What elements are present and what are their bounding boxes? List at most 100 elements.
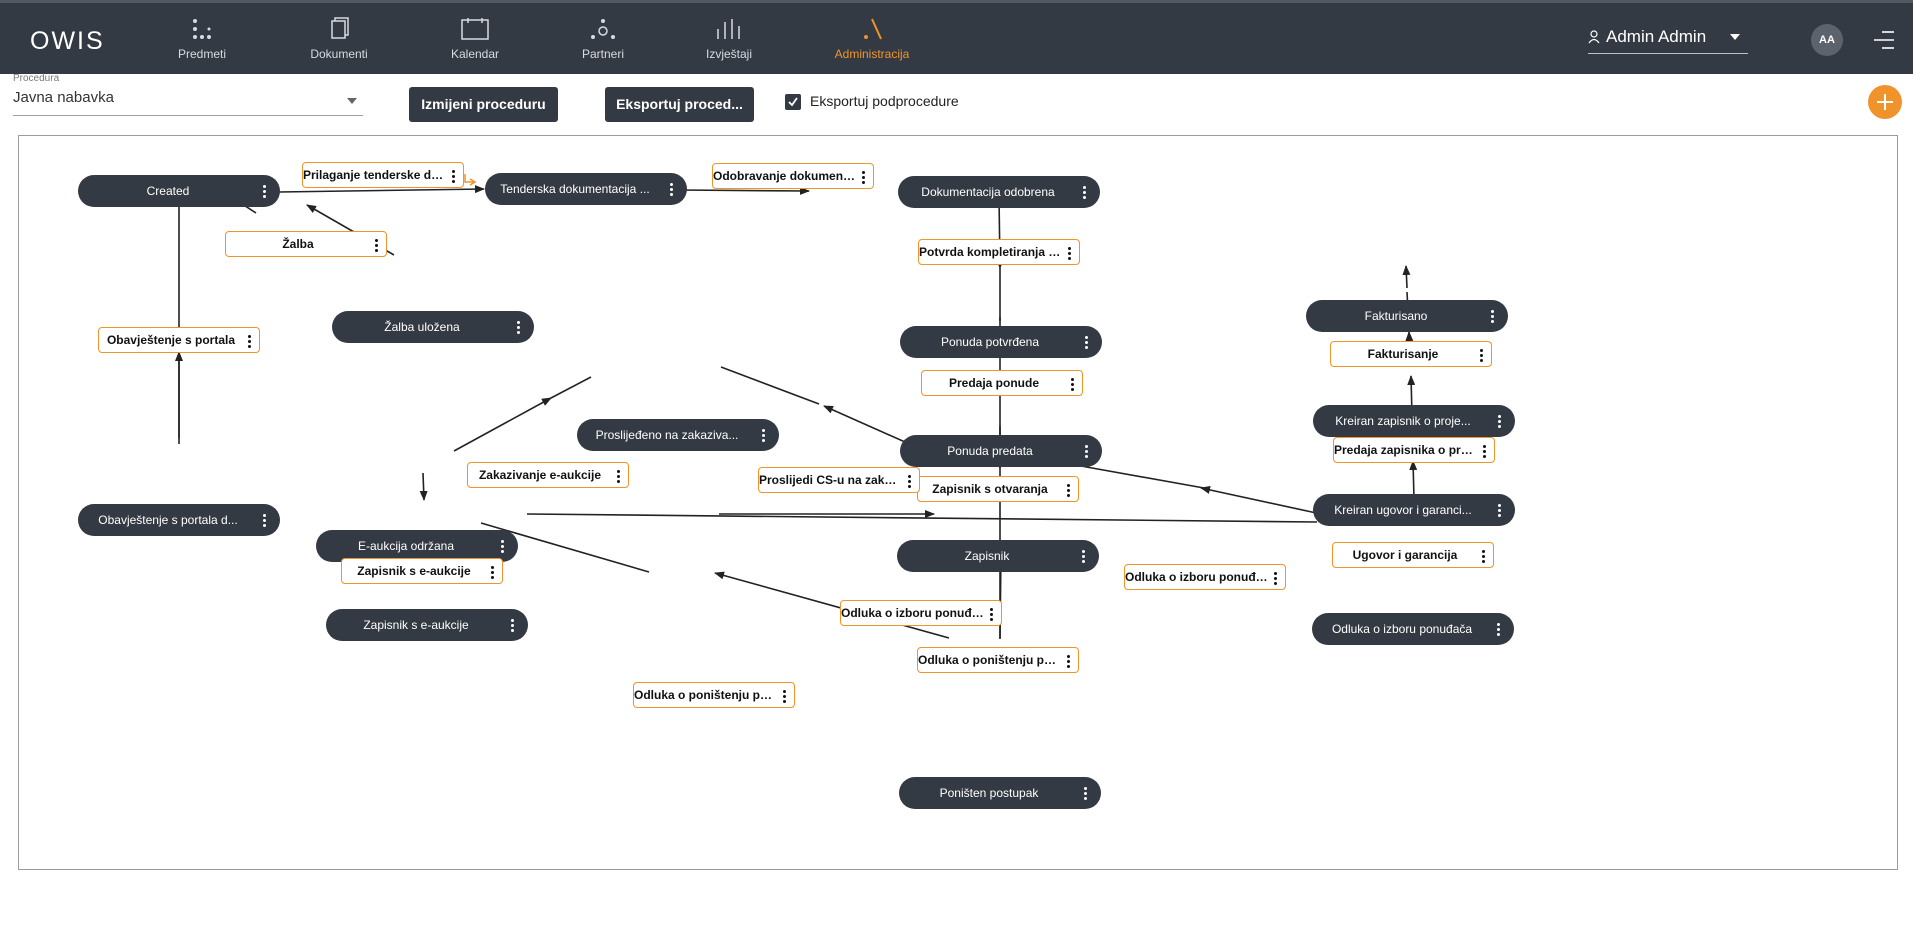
nav-item-izvjestaji[interactable]: Izvještaji	[669, 17, 789, 61]
user-menu[interactable]: Admin Admin	[1588, 27, 1748, 54]
workflow-state[interactable]: Ponuda predata	[900, 435, 1102, 467]
edit-procedure-button[interactable]: Izmijeni proceduru	[409, 87, 558, 122]
edge-handle-icon[interactable]	[464, 174, 475, 183]
person-icon	[1588, 30, 1600, 44]
workflow-state[interactable]: Zapisnik	[897, 540, 1099, 572]
workflow-transition[interactable]: Odluka o poništenju post...	[917, 647, 1079, 673]
workflow-state[interactable]: Fakturisano	[1306, 300, 1508, 332]
more-options-icon[interactable]	[1269, 565, 1281, 589]
nav-item-dokumenti[interactable]: Dokumenti	[279, 17, 399, 61]
more-options-icon[interactable]	[370, 232, 382, 256]
more-options-icon[interactable]	[1477, 543, 1489, 567]
workflow-state[interactable]: Dokumentacija odobrena	[898, 176, 1100, 208]
export-subprocedures-checkbox[interactable]	[785, 94, 801, 110]
more-options-icon[interactable]	[1478, 438, 1490, 462]
more-options-icon[interactable]	[486, 559, 498, 583]
workflow-state[interactable]: Žalba uložena	[332, 311, 534, 343]
more-options-icon[interactable]	[1077, 540, 1089, 572]
workflow-state[interactable]: Obavještenje s portala d...	[78, 504, 280, 536]
workflow-state[interactable]: Zapisnik s e-aukcije	[326, 609, 528, 641]
nav-item-partneri[interactable]: Partneri	[543, 17, 663, 61]
nav-item-predmeti[interactable]: Predmeti	[142, 17, 262, 61]
more-options-icon[interactable]	[1486, 300, 1498, 332]
workflow-transition[interactable]: Proslijedi CS-u na zakaz...	[758, 467, 920, 493]
nav-label: Izvještaji	[705, 47, 752, 61]
workflow-transition[interactable]: Predaja ponude	[921, 370, 1083, 396]
more-options-icon[interactable]	[778, 683, 790, 707]
workflow-transition[interactable]: Odluka o poništenju post...	[633, 682, 795, 708]
workflow-transition[interactable]: Ugovor i garancija	[1332, 542, 1494, 568]
workflow-state[interactable]: Proslijeđeno na zakaziva...	[577, 419, 779, 451]
more-options-icon[interactable]	[1080, 435, 1092, 467]
more-options-icon[interactable]	[1066, 371, 1078, 395]
more-options-icon[interactable]	[857, 164, 869, 188]
more-options-icon[interactable]	[1475, 342, 1487, 366]
more-options-icon[interactable]	[665, 173, 677, 205]
more-options-icon[interactable]	[1493, 405, 1505, 437]
hamburger-menu-icon[interactable]	[1872, 29, 1896, 51]
more-options-icon[interactable]	[243, 328, 255, 352]
more-options-icon[interactable]	[1079, 777, 1091, 809]
edge	[1200, 485, 1322, 515]
more-options-icon[interactable]	[1493, 494, 1505, 526]
more-options-icon[interactable]	[496, 530, 508, 562]
workflow-transition[interactable]: Obavještenje s portala	[98, 327, 260, 353]
export-procedure-button[interactable]: Eksportuj proced...	[605, 87, 754, 122]
edge	[1402, 265, 1411, 289]
workflow-transition[interactable]: Predaja zapisnika o proj...	[1333, 437, 1495, 463]
nav-label: Predmeti	[177, 47, 227, 61]
workflow-state[interactable]: Created	[78, 175, 280, 207]
nav-item-kalendar[interactable]: Kalendar	[415, 17, 535, 61]
workflow-transition[interactable]: Potvrda kompletiranja po...	[918, 239, 1080, 265]
more-options-icon[interactable]	[985, 601, 997, 625]
workflow-transition[interactable]: Zakazivanje e-aukcije	[467, 462, 629, 488]
edge	[278, 185, 485, 194]
edge-handle-icon[interactable]	[469, 178, 477, 186]
nav-label: Administracija	[834, 47, 910, 61]
more-options-icon[interactable]	[258, 175, 270, 207]
workflow-transition[interactable]: Prilaganje tenderske dok...	[302, 162, 464, 188]
workflow-state[interactable]: Ponuda potvrđena	[900, 326, 1102, 358]
procedure-select[interactable]: Javna nabavka	[13, 89, 363, 116]
nav-item-administracija[interactable]: Administracija	[812, 17, 932, 61]
more-options-icon[interactable]	[258, 504, 270, 536]
workflow-state[interactable]: Kreiran ugovor i garanci...	[1313, 494, 1515, 526]
user-name: Admin Admin	[1606, 27, 1707, 46]
avatar[interactable]: AA	[1811, 24, 1843, 56]
workflow-transition[interactable]: Zapisnik s otvaranja	[917, 476, 1079, 502]
more-options-icon[interactable]	[757, 419, 769, 451]
workflow-transition[interactable]: Žalba	[225, 231, 387, 257]
edge	[678, 186, 810, 195]
more-options-icon[interactable]	[903, 468, 915, 492]
workflow-transition[interactable]: Odluka o izboru ponuđača	[840, 600, 1002, 626]
more-options-icon[interactable]	[1492, 613, 1504, 645]
workflow-state[interactable]: Kreiran zapisnik o proje...	[1313, 405, 1515, 437]
calendar-icon	[461, 18, 489, 40]
workflow-canvas[interactable]: ✥ Created Tenderska dokumentacija ... Do…	[18, 135, 1898, 870]
workflow-transition[interactable]: Fakturisanje	[1330, 341, 1492, 367]
app-logo[interactable]: OWIS	[30, 27, 105, 55]
more-options-icon[interactable]	[1080, 326, 1092, 358]
documents-icon	[331, 17, 349, 39]
nav-label: Dokumenti	[310, 47, 368, 61]
more-options-icon[interactable]	[1063, 240, 1075, 264]
edge	[720, 366, 820, 405]
workflow-transition[interactable]: Zapisnik s e-aukcije	[341, 558, 503, 584]
more-options-icon[interactable]	[512, 311, 524, 343]
workflow-state[interactable]: E-aukcija održana	[316, 530, 518, 562]
edge	[1409, 460, 1418, 500]
workflow-state[interactable]: Tenderska dokumentacija ...	[485, 173, 687, 205]
workflow-state[interactable]: Odluka o izboru ponuđača	[1312, 613, 1514, 645]
top-navigation-bar: OWIS Predmeti Dokumenti Kalendar Partner…	[0, 0, 1913, 74]
workflow-transition[interactable]: Odluka o izboru ponuđača	[1124, 564, 1286, 590]
more-options-icon[interactable]	[1078, 176, 1090, 208]
more-options-icon[interactable]	[506, 609, 518, 641]
more-options-icon[interactable]	[612, 463, 624, 487]
workflow-state[interactable]: Poništen postupak	[899, 777, 1101, 809]
more-options-icon[interactable]	[447, 163, 459, 187]
more-options-icon[interactable]	[1062, 648, 1074, 672]
add-button[interactable]	[1868, 85, 1902, 119]
chevron-down-icon	[347, 98, 357, 104]
workflow-transition[interactable]: Odobravanje dokumentacije	[712, 163, 874, 189]
more-options-icon[interactable]	[1062, 477, 1074, 501]
